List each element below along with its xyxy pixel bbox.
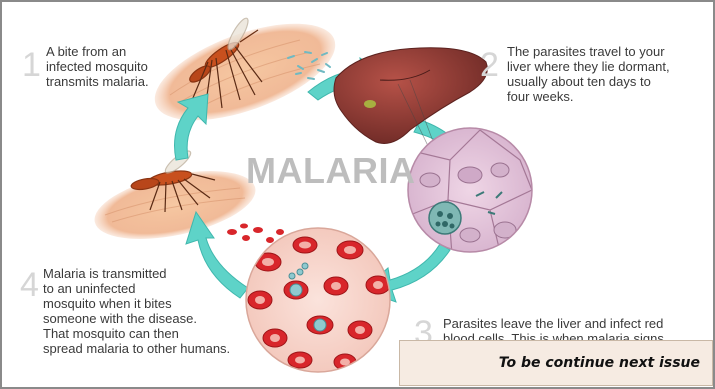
step-1-text: A bite from an infected mosquito transmi… <box>46 44 149 89</box>
step-2-text: The parasites travel to your liver where… <box>507 44 670 104</box>
step-2-number: 2 <box>480 48 499 82</box>
step-4-text: Malaria is transmitted to an uninfected … <box>43 266 230 356</box>
continue-banner: To be continue next issue <box>399 340 713 386</box>
blood-cells-magnified <box>246 228 390 372</box>
step-1-number: 1 <box>22 48 41 82</box>
diagram-title: MALARIA <box>246 150 415 192</box>
continue-banner-text: To be continue next issue <box>499 355 700 371</box>
step-4-number: 4 <box>20 268 39 302</box>
blood-droplets <box>227 224 284 244</box>
liver-cells-magnified <box>408 128 532 255</box>
